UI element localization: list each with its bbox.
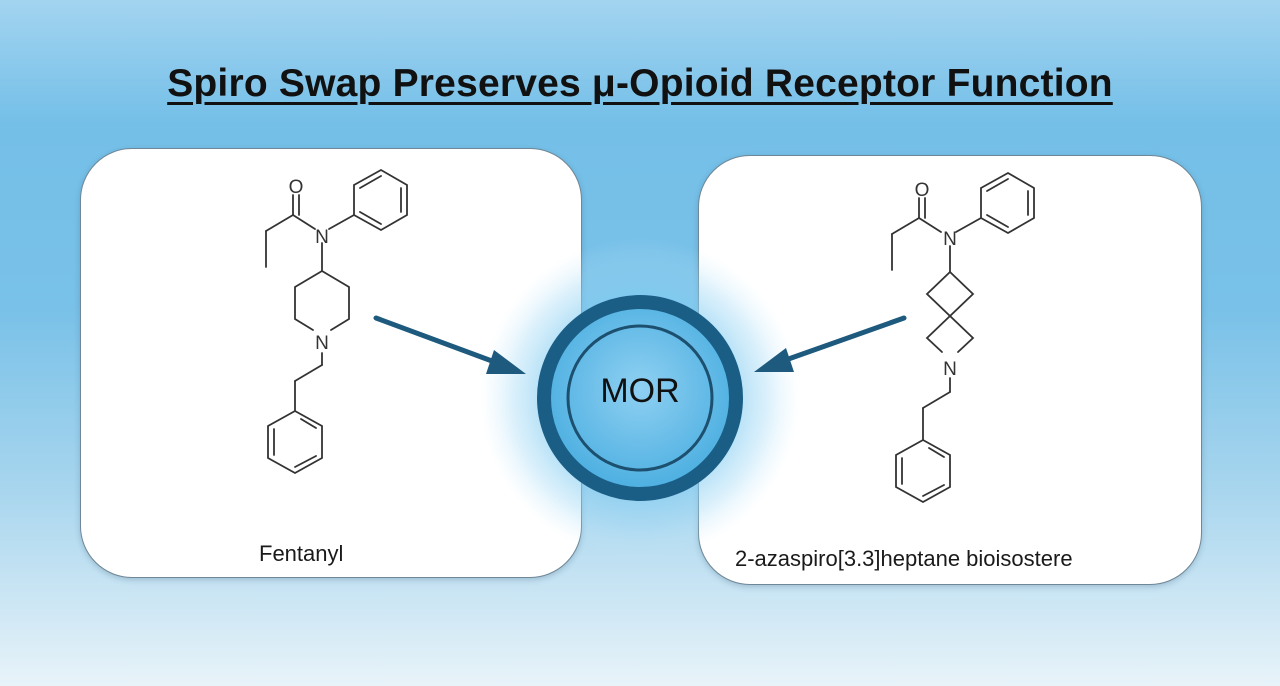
amide-nitrogen-label: N [943, 229, 957, 250]
receptor-outer-ring [537, 295, 743, 501]
ring-nitrogen-label: N [315, 333, 329, 354]
bioisostere-panel: O N N 2-azaspiro[3.3]heptane bioisostere [698, 155, 1202, 585]
fentanyl-structure: O N N [265, 168, 408, 475]
receptor-inner-ring [566, 324, 714, 472]
oxygen-atom-label: O [289, 177, 304, 198]
bioisostere-caption: 2-azaspiro[3.3]heptane bioisostere [735, 546, 1073, 571]
fentanyl-caption: Fentanyl [259, 541, 344, 566]
bioisostere-structure: O N N [891, 171, 1035, 504]
page-title: Spiro Swap Preserves μ-Opioid Receptor F… [167, 62, 1113, 105]
amide-nitrogen-label: N [315, 227, 329, 248]
receptor-label: MOR [600, 372, 680, 410]
oxygen-atom-label: O [915, 180, 930, 201]
left-arrow [373, 315, 526, 374]
right-arrow [754, 315, 907, 372]
ring-nitrogen-label: N [943, 359, 957, 380]
